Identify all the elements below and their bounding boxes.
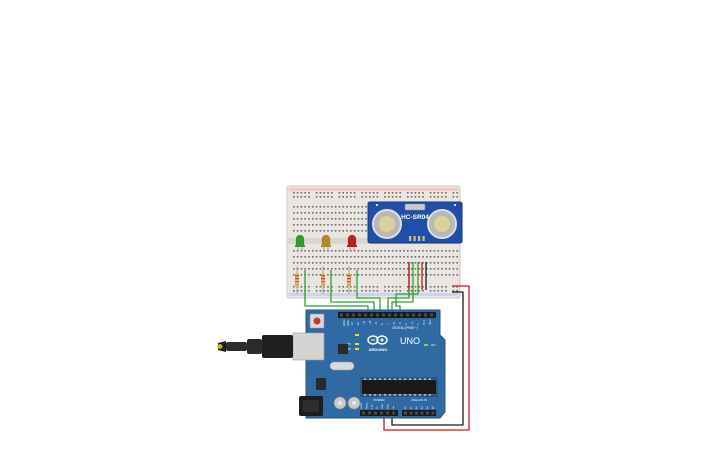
resistors: [295, 266, 351, 294]
wire-sensor-signal[interactable]: [395, 262, 419, 314]
atmega-chip: [362, 380, 436, 394]
led-3[interactable]: [347, 234, 357, 251]
usb-cable-wire: [226, 342, 247, 351]
leds: [295, 234, 357, 251]
bottom-header-pins: [362, 411, 435, 415]
analog-pin-label: A5: [432, 406, 435, 409]
digital-pin-label: 2: [417, 323, 420, 325]
sensor-pin-trig[interactable]: [413, 236, 416, 241]
wire-gnd[interactable]: [391, 291, 464, 426]
digital-pin-label: TX 1: [423, 319, 426, 325]
crystal-oscillator-icon: [329, 361, 355, 371]
digital-pin-label: ~5: [399, 322, 402, 325]
tx-led-icon: [355, 343, 359, 345]
power-rail-top: [289, 188, 458, 191]
on-led-icon: [424, 344, 428, 346]
crystal-icon: [404, 203, 426, 211]
resistor-2[interactable]: [321, 266, 325, 294]
receiver-mesh-icon: [434, 216, 450, 232]
usb-plug: [262, 335, 293, 358]
analog-pin-label: A4: [426, 406, 429, 409]
ultrasonic-sensor[interactable]: HC-SR04: [367, 201, 463, 244]
arduino-logo-icon: [367, 335, 388, 345]
led-2[interactable]: [321, 234, 331, 251]
power-pin-label: 3.3V: [372, 404, 374, 409]
digital-header-pins: [340, 313, 433, 317]
sensor-pin-vcc[interactable]: [409, 236, 412, 241]
usb-plug-strain-relief: [247, 339, 262, 354]
digital-pin-label: 7: [387, 323, 390, 325]
reset-button-cap-icon: [313, 317, 321, 325]
sensor-pin-echo[interactable]: [418, 236, 421, 241]
wires: [304, 262, 470, 431]
digital-pin-label: ~3: [411, 322, 414, 325]
digital-pin-label: ~9: [375, 322, 378, 325]
wire-5v[interactable]: [383, 285, 470, 431]
resistor-3[interactable]: [347, 266, 351, 294]
analog-pin-label: A3: [421, 406, 424, 409]
digital-pin-label: ~10: [369, 320, 372, 325]
wire-led2[interactable]: [330, 270, 375, 314]
analog-header: [402, 410, 436, 416]
digital-pin-label: 4: [405, 323, 408, 325]
power-pin-label: 5V: [377, 406, 379, 409]
digital-pin-label: 8: [381, 323, 384, 325]
transmitter-mesh-icon: [379, 216, 395, 232]
digital-pin-label: RX 0: [429, 319, 432, 325]
on-label: ON: [431, 343, 436, 347]
power-pin-label: RESET: [366, 401, 368, 409]
model-label: UNO: [400, 336, 420, 346]
analog-label: ANALOG IN: [411, 398, 427, 402]
gnd-label: GND: [347, 320, 350, 326]
power-label: POWER: [373, 398, 385, 402]
wire-echo[interactable]: [391, 262, 414, 314]
rx-led-icon: [355, 348, 359, 350]
usb-b-port: [292, 332, 325, 361]
l-led-icon: [355, 334, 359, 336]
digital-label: DIGITAL (PWM ~): [392, 326, 418, 330]
led-1[interactable]: [295, 234, 305, 251]
power-rail-bottom: [289, 293, 458, 296]
sensor-pins: [409, 236, 425, 241]
power-pin-label: IOREF: [361, 402, 363, 409]
voltage-regulator-icon: [316, 378, 326, 390]
usb-chip: [338, 344, 348, 354]
brand-label: ARDUINO: [369, 347, 388, 352]
sensor-model-label: HC-SR04: [401, 214, 429, 221]
tx-label: TX: [347, 342, 351, 346]
digital-pin-label: 13: [351, 322, 354, 325]
power-pin-label: GND: [382, 404, 384, 409]
power-pin-label: Vin: [393, 405, 395, 409]
analog-pin-label: A0: [404, 406, 407, 409]
digital-header: [338, 312, 436, 318]
power-header: [360, 410, 398, 416]
sensor-pin-gnd[interactable]: [422, 236, 425, 241]
analog-pin-label: A1: [410, 406, 413, 409]
digital-pin-label: ~11: [363, 320, 366, 325]
resistor-1[interactable]: [295, 266, 299, 294]
digital-pin-label: ~6: [393, 322, 396, 325]
wire-led3[interactable]: [356, 270, 381, 314]
aref-label: AREF: [343, 319, 346, 326]
digital-pin-label: 12: [357, 322, 360, 325]
power-pin-label: GND: [388, 404, 390, 409]
analog-pin-label: A2: [415, 406, 418, 409]
rx-label: RX: [347, 347, 351, 351]
chip-pins: [364, 378, 431, 396]
usb-cable[interactable]: [217, 332, 325, 361]
